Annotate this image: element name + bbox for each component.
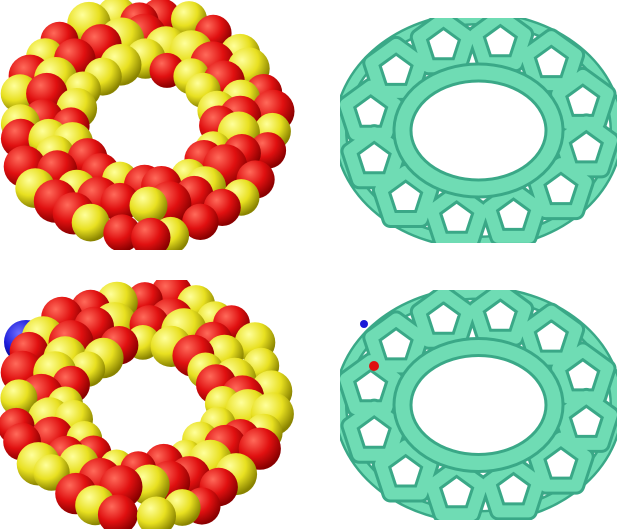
oxygen-atom: [369, 361, 379, 371]
silicon-atom: [129, 186, 168, 225]
oxygen-atom: [182, 203, 219, 240]
oxygen-atom: [100, 182, 140, 222]
surface-model-bottom: [340, 290, 617, 520]
silicon-atom: [0, 379, 38, 417]
surface-model-top: [340, 18, 617, 243]
space-filling-model-bottom: [0, 280, 300, 529]
surface-ring-icon: [340, 18, 617, 243]
silicon-atom: [136, 496, 176, 529]
guest-atom: [360, 320, 368, 328]
space-filling-ring-icon: [0, 280, 294, 529]
surface-ring-icon: [340, 290, 617, 520]
space-filling-ring-icon: [0, 0, 295, 250]
oxygen-atom: [97, 494, 138, 529]
oxygen-atom: [131, 217, 171, 250]
oxygen-atom: [103, 214, 141, 250]
silicon-atom: [71, 203, 110, 242]
space-filling-model-top: [0, 0, 300, 250]
